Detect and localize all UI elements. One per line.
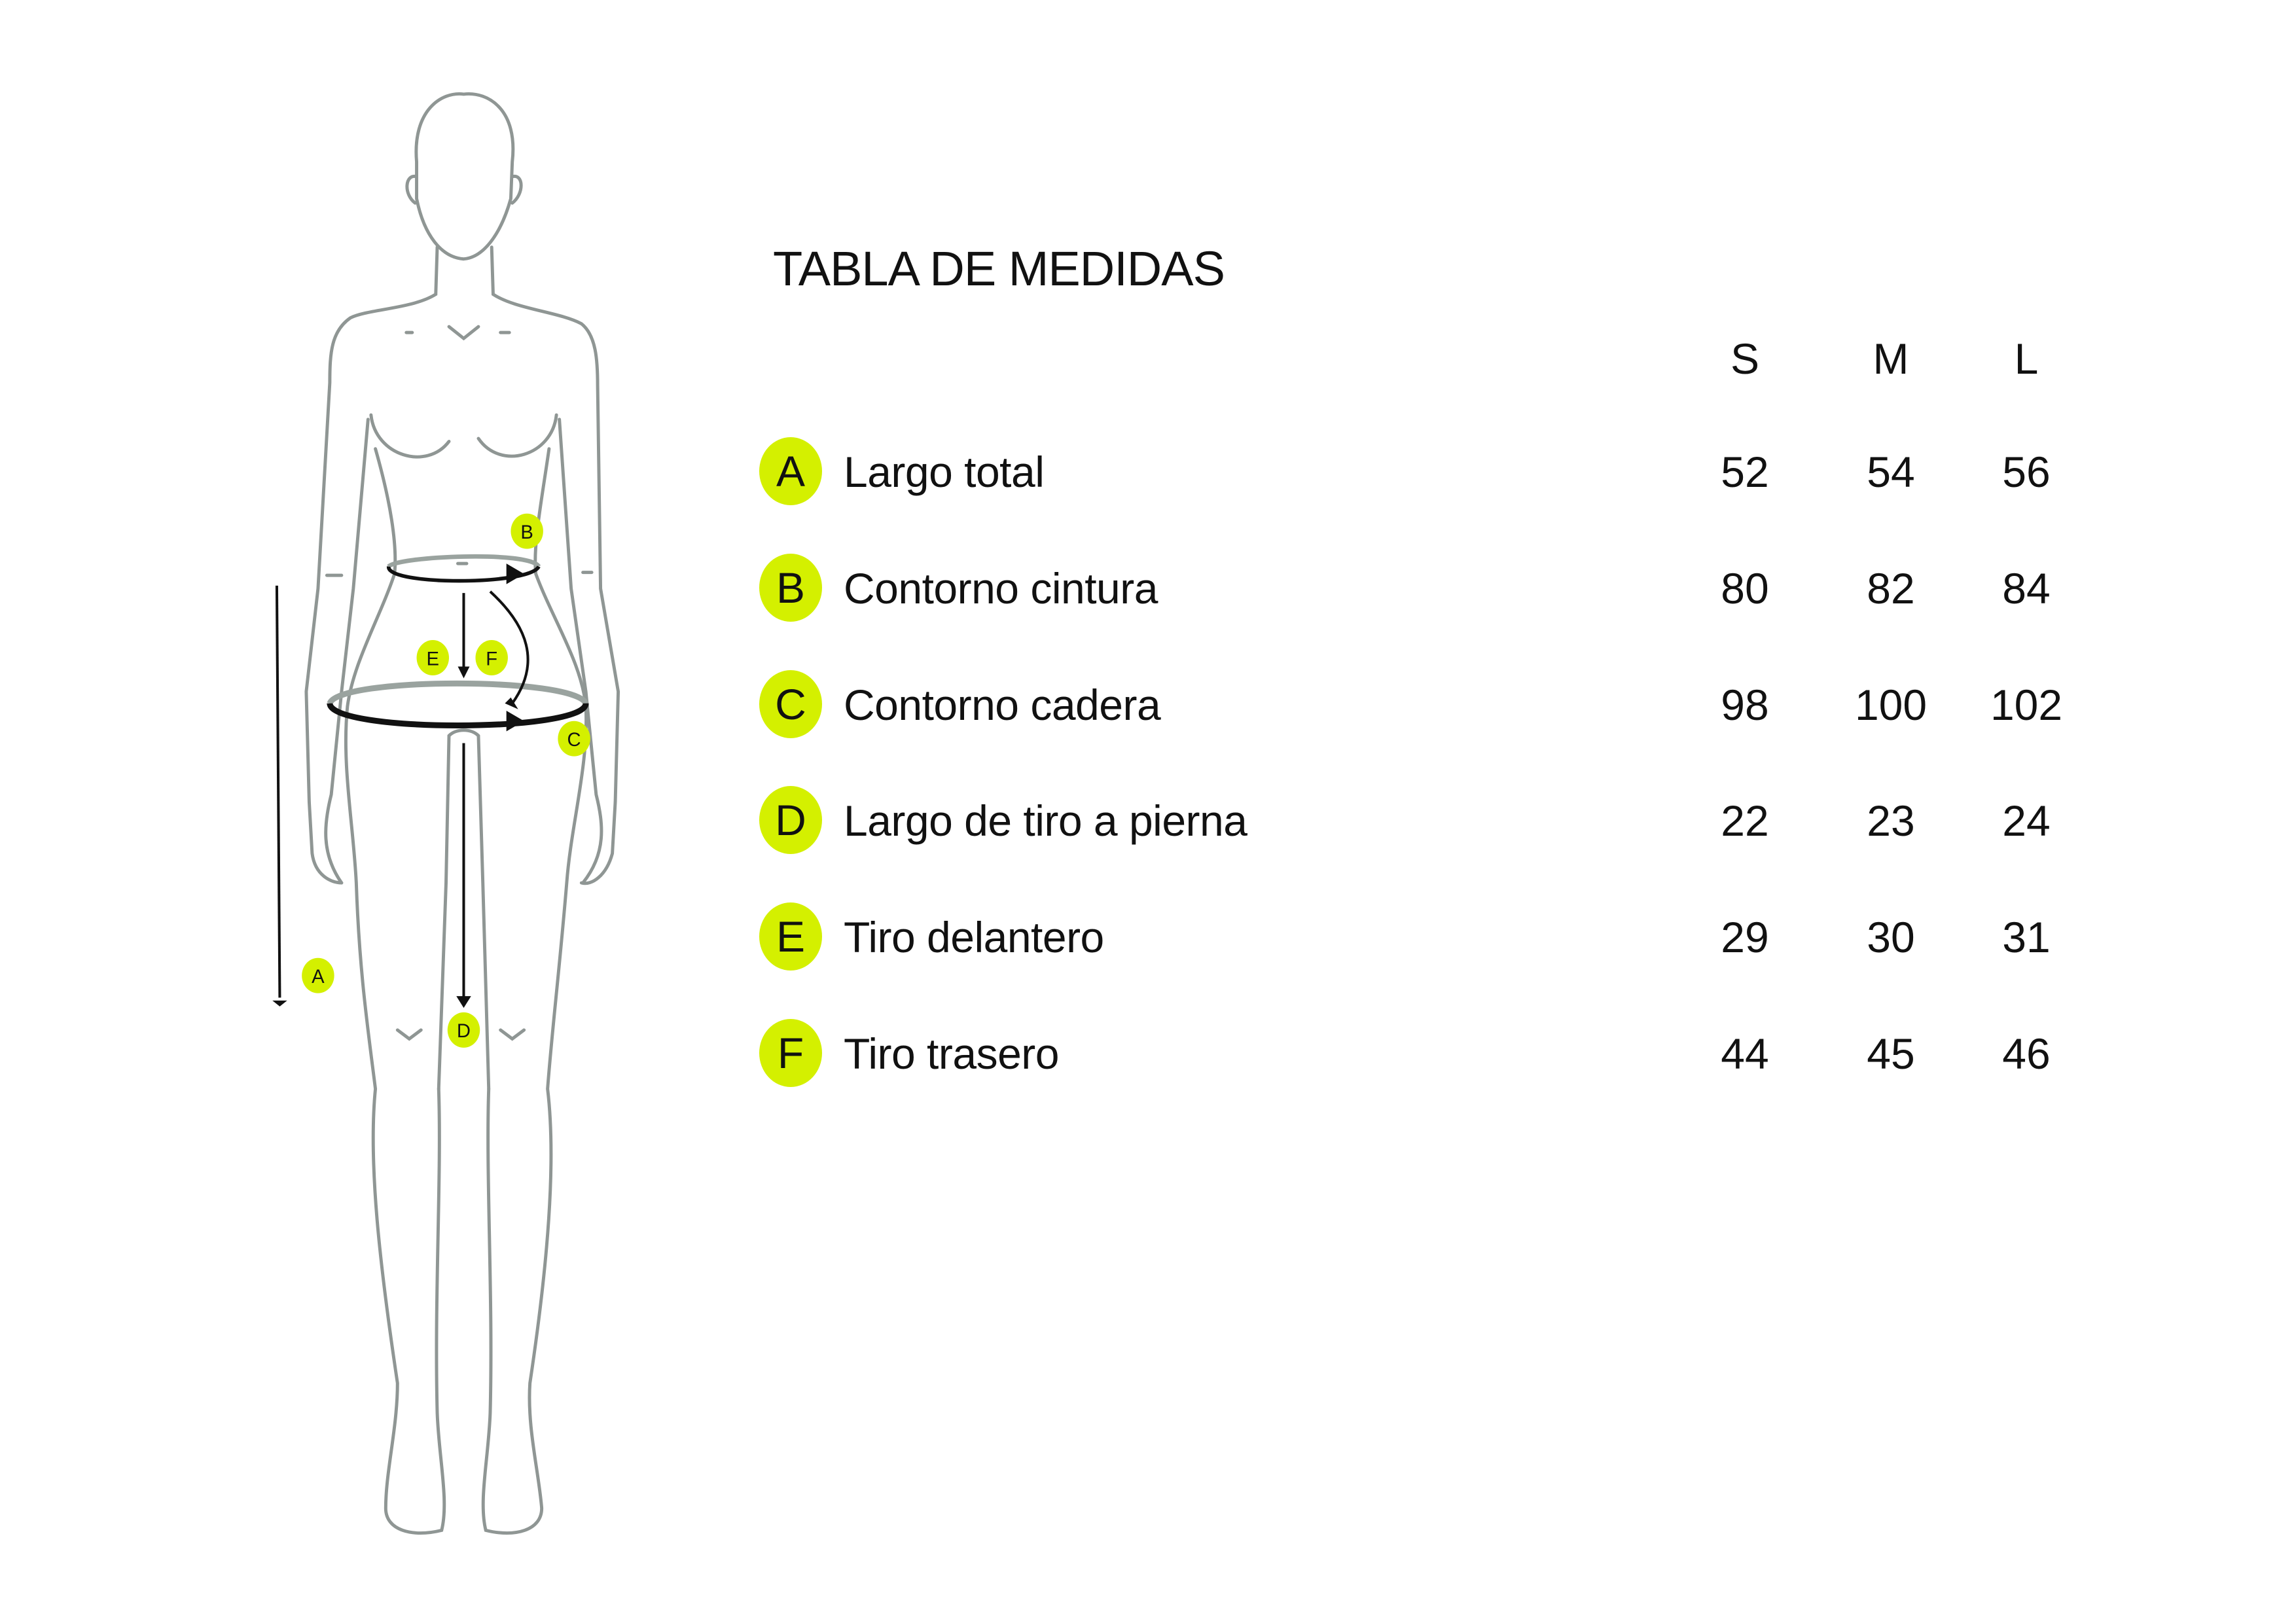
hip-ring-front <box>327 702 589 728</box>
figure-marker-e: E <box>416 640 450 676</box>
measurement-label: Contorno cintura <box>844 564 1158 613</box>
size-header-l: L <box>2014 334 2039 383</box>
measurement-row: C Contorno cadera 98 100 102 <box>0 668 2296 740</box>
measurement-value-l: 46 <box>2002 1029 2051 1078</box>
measurement-value-s: 22 <box>1721 796 1769 845</box>
measurement-row: E Tiro delantero 29 30 31 <box>0 901 2296 972</box>
measurement-label: Largo total <box>844 448 1045 496</box>
measurement-value-l: 24 <box>2002 796 2051 845</box>
figure-marker-b: B <box>511 513 543 549</box>
measurement-value-m: 23 <box>1867 796 1915 845</box>
measurement-value-s: 80 <box>1721 564 1769 613</box>
body-outline <box>304 92 620 1535</box>
measurement-value-m: 82 <box>1867 564 1915 613</box>
figure-marker-f: F <box>475 640 508 676</box>
measurement-value-l: 56 <box>2002 448 2051 496</box>
measurement-value-m: 45 <box>1867 1029 1915 1078</box>
measurement-badge: D <box>759 786 822 854</box>
measurement-row: D Largo de tiro a pierna 22 23 24 <box>0 784 2296 856</box>
size-header-s: S <box>1730 334 1760 383</box>
svg-text:D: D <box>457 1021 471 1042</box>
total-length-arrow <box>275 585 281 998</box>
svg-text:A: A <box>312 967 325 988</box>
svg-text:B: B <box>520 522 533 543</box>
size-header-m: M <box>1873 334 1909 383</box>
waist-arrowhead <box>506 563 524 584</box>
waist-ring-front <box>387 565 541 583</box>
measurement-badge: A <box>759 437 822 505</box>
measurement-value-s: 98 <box>1721 681 1769 729</box>
hip-arrowhead <box>506 710 524 732</box>
figure-marker-d: D <box>447 1012 480 1048</box>
svg-text:F: F <box>486 649 497 669</box>
measurement-row: A Largo total 52 54 56 <box>0 435 2296 507</box>
waist-ring-back <box>387 554 541 569</box>
measurement-value-m: 100 <box>1854 681 1928 729</box>
page-title: TABLA DE MEDIDAS <box>773 241 1225 296</box>
measurement-label: Largo de tiro a pierna <box>844 796 1247 845</box>
measurement-value-s: 29 <box>1721 913 1769 961</box>
measurement-value-l: 84 <box>2002 564 2051 613</box>
measurement-value-l: 31 <box>2002 913 2051 961</box>
back-rise-arrow <box>489 590 529 704</box>
measurement-row: B Contorno cintura 80 82 84 <box>0 552 2296 624</box>
measurement-badge: F <box>759 1019 822 1087</box>
measurement-value-m: 54 <box>1867 448 1915 496</box>
svg-text:E: E <box>427 649 440 669</box>
figure-marker-a: A <box>302 957 334 993</box>
measurement-value-l: 102 <box>1990 681 2063 729</box>
measurement-label: Contorno cadera <box>844 681 1161 729</box>
measurement-value-s: 44 <box>1721 1029 1769 1078</box>
measurement-badge: C <box>759 670 822 738</box>
measurement-badge: E <box>759 902 822 971</box>
measurement-value-m: 30 <box>1867 913 1915 961</box>
measurement-label: Tiro delantero <box>844 913 1104 961</box>
measurement-row: F Tiro trasero 44 45 46 <box>0 1017 2296 1089</box>
hip-ring-back <box>327 680 589 705</box>
measurement-value-s: 52 <box>1721 448 1769 496</box>
figure-marker-c: C <box>558 721 590 757</box>
measurement-badge: B <box>759 554 822 622</box>
measurement-label: Tiro trasero <box>844 1029 1059 1078</box>
svg-text:C: C <box>567 730 581 751</box>
